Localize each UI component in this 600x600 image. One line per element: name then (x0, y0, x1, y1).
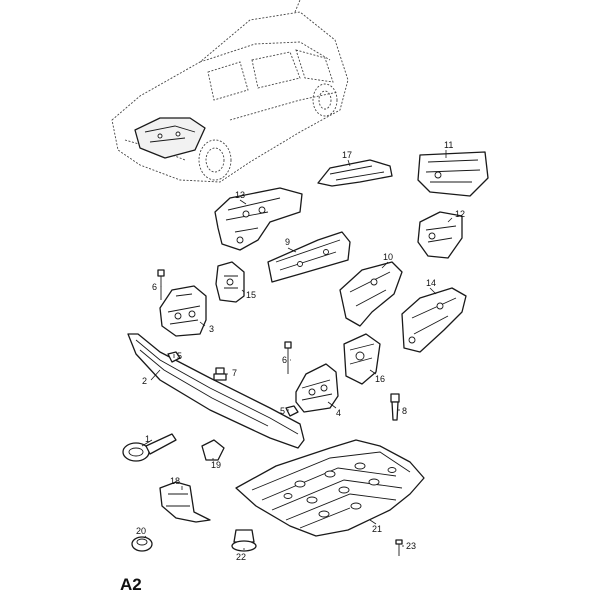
callout-20: 20 (136, 526, 146, 536)
callout-12: 12 (455, 209, 465, 219)
callout-6-right: 6 (282, 355, 287, 365)
part-20-plug (131, 536, 153, 552)
part-13-bracket (214, 187, 303, 251)
callout-18: 18 (170, 476, 180, 486)
part-1-tow-hook (122, 433, 177, 462)
part-17-panel (317, 159, 393, 187)
callout-2: 2 (142, 376, 147, 386)
callout-22: 22 (236, 552, 246, 562)
callout-7: 7 (232, 368, 237, 378)
part-23-screw (395, 539, 403, 556)
callout-23: 23 (406, 541, 416, 551)
part-4-engine-mount (295, 363, 339, 413)
callout-11: 11 (444, 140, 453, 150)
callout-15: 15 (246, 290, 256, 300)
part-21-underbody-shield (235, 439, 425, 537)
callout-17: 17 (342, 150, 352, 160)
callout-9: 9 (285, 237, 290, 247)
part-9-panel (267, 231, 351, 283)
vehicle-overview (111, 0, 349, 183)
part-6-bolt-right (284, 341, 292, 374)
part-10-bracket (339, 261, 403, 327)
callout-16: 16 (375, 374, 385, 384)
part-18-bracket (159, 481, 211, 523)
part-19-clip (201, 439, 225, 461)
part-5-nut-right (285, 405, 299, 417)
callout-21: 21 (372, 524, 382, 534)
part-8-clip (390, 393, 400, 421)
part-6-bolt-left (157, 269, 165, 300)
part-7-bolt (213, 367, 227, 381)
part-11-bracket (417, 151, 489, 197)
callout-19: 19 (211, 460, 221, 470)
callout-5-left: 5 (177, 351, 182, 361)
part-15-bracket (215, 261, 245, 303)
callout-numbers: 1 2 3 4 5 5 6 6 7 8 9 10 11 12 13 14 15 … (136, 140, 465, 562)
callout-5-right: 5 (280, 406, 285, 416)
part-2-bumper-beam (127, 333, 305, 449)
callout-3: 3 (209, 324, 214, 334)
sheet-label: A2 (120, 575, 142, 594)
part-22-grommet (231, 529, 257, 552)
callout-1: 1 (145, 434, 150, 444)
part-16-bracket (343, 333, 381, 385)
callout-8: 8 (402, 406, 407, 416)
part-3-engine-mount (159, 285, 207, 337)
callout-14: 14 (426, 278, 436, 288)
part-12-bracket (417, 211, 463, 259)
callout-4: 4 (336, 408, 341, 418)
callout-6-left: 6 (152, 282, 157, 292)
part-14-bracket (401, 287, 467, 353)
callout-10: 10 (383, 252, 393, 262)
callout-13: 13 (235, 190, 245, 200)
leader-lines (141, 150, 453, 550)
